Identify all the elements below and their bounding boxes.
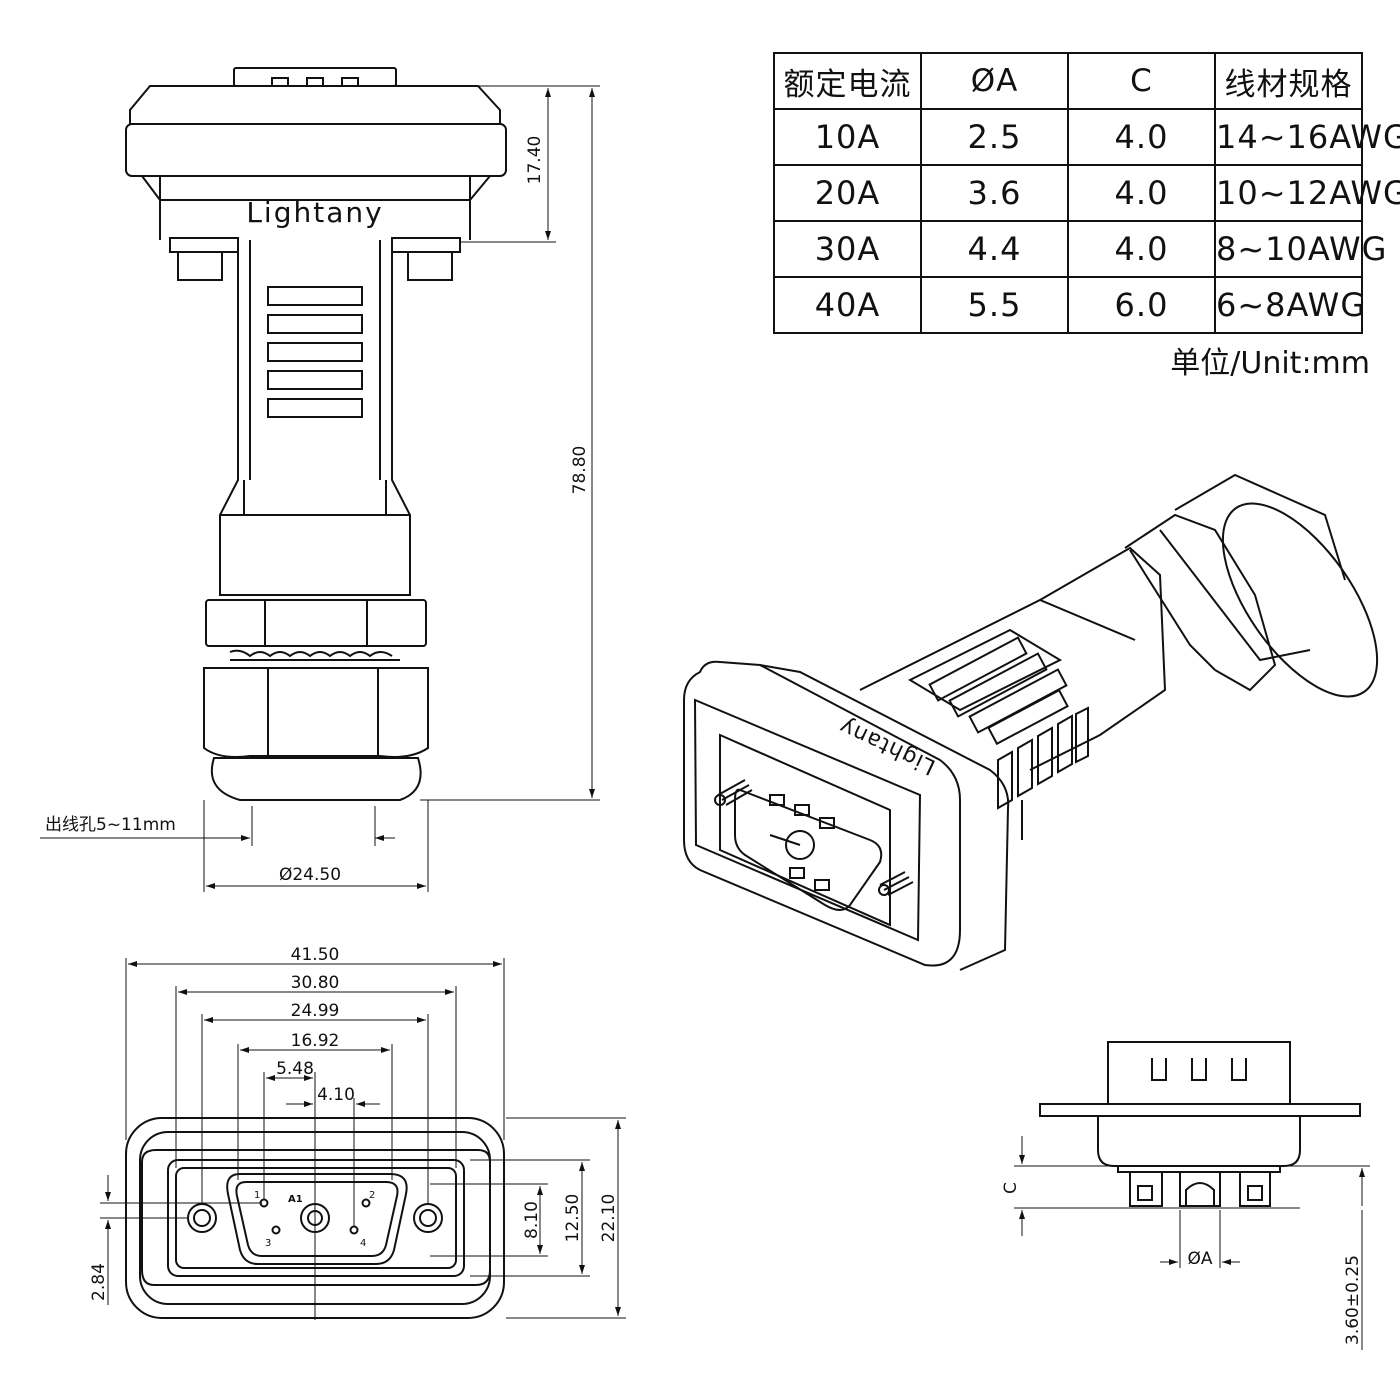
front-view-dim-labels: 41.50 30.80 24.99 16.92 5.48 4.10 8.10 1… <box>89 945 619 1301</box>
front-view-pin-labels: 1 2 3 4 A1 <box>254 1190 375 1249</box>
table-cell: 6~8AWG <box>1214 276 1365 334</box>
cable-hole-label: 出线孔5~11mm <box>45 815 176 835</box>
dim-a-label: ØA <box>1187 1249 1212 1269</box>
table-cell: 40A <box>773 276 922 334</box>
spec-table: 额定电流 ØA C 线材规格 10A 2.5 4.0 14~16AWG 20A … <box>773 52 1400 334</box>
dim-c-label: C <box>1001 1182 1021 1194</box>
dim-22-10: 22.10 <box>599 1194 619 1243</box>
table-cell: 8~10AWG <box>1214 220 1386 278</box>
unit-note: 单位/Unit:mm <box>1170 346 1370 381</box>
table-cell: 5.5 <box>920 276 1069 334</box>
dim-78-80: 78.80 <box>570 446 590 495</box>
pin-profile-view <box>1039 1041 1361 1207</box>
table-row: 10A 2.5 4.0 14~16AWG <box>773 108 1400 166</box>
table-row: 40A 5.5 6.0 6~8AWG <box>773 276 1365 334</box>
table-cell: 30A <box>773 220 922 278</box>
dim-41-50: 41.50 <box>291 945 340 965</box>
iso-brand-text: Lightany <box>835 713 939 779</box>
pin-3-label: 3 <box>265 1238 271 1249</box>
table-cell: 10~12AWG <box>1214 164 1400 222</box>
header-c: C <box>1067 52 1216 110</box>
table-cell: 10A <box>773 108 922 166</box>
dim-8-10: 8.10 <box>522 1201 542 1239</box>
dim-4-10: 4.10 <box>317 1085 355 1105</box>
table-cell: 4.0 <box>1067 164 1216 222</box>
table-cell: 4.0 <box>1067 220 1216 278</box>
header-diameter: ØA <box>920 52 1069 110</box>
pin-2-label: 2 <box>369 1190 375 1201</box>
header-current: 额定电流 <box>773 52 922 110</box>
table-cell: 6.0 <box>1067 276 1216 334</box>
table-cell: 4.4 <box>920 220 1069 278</box>
side-brand-text: Lightany <box>246 196 383 229</box>
table-row: 30A 4.4 4.0 8~10AWG <box>773 220 1386 278</box>
pin-1-label: 1 <box>254 1190 260 1201</box>
isometric-view <box>683 473 1379 971</box>
pin-profile-dimensions <box>1014 1136 1370 1350</box>
dim-24-99: 24.99 <box>291 1001 340 1021</box>
header-wire: 线材规格 <box>1214 52 1363 110</box>
table-cell: 3.6 <box>920 164 1069 222</box>
side-view-dimensions <box>40 85 600 892</box>
table-cell: 4.0 <box>1067 108 1216 166</box>
dim-pin-length: 3.60±0.25 <box>1343 1255 1363 1345</box>
dim-2-84: 2.84 <box>89 1263 109 1301</box>
pin-4-label: 4 <box>360 1238 366 1249</box>
dim-5-48: 5.48 <box>276 1059 314 1079</box>
dim-30-80: 30.80 <box>291 973 340 993</box>
table-row: 20A 3.6 4.0 10~12AWG <box>773 164 1400 222</box>
pin-a1-label: A1 <box>288 1194 303 1205</box>
dim-diameter: Ø24.50 <box>279 865 341 885</box>
dim-17-40: 17.40 <box>525 136 545 185</box>
dim-16-92: 16.92 <box>291 1031 340 1051</box>
table-cell: 2.5 <box>920 108 1069 166</box>
table-header-row: 额定电流 ØA C 线材规格 <box>773 52 1363 110</box>
table-cell: 20A <box>773 164 922 222</box>
front-view-dimensions <box>100 958 626 1320</box>
side-view: Lightany <box>125 67 507 801</box>
dim-12-50: 12.50 <box>563 1194 583 1243</box>
